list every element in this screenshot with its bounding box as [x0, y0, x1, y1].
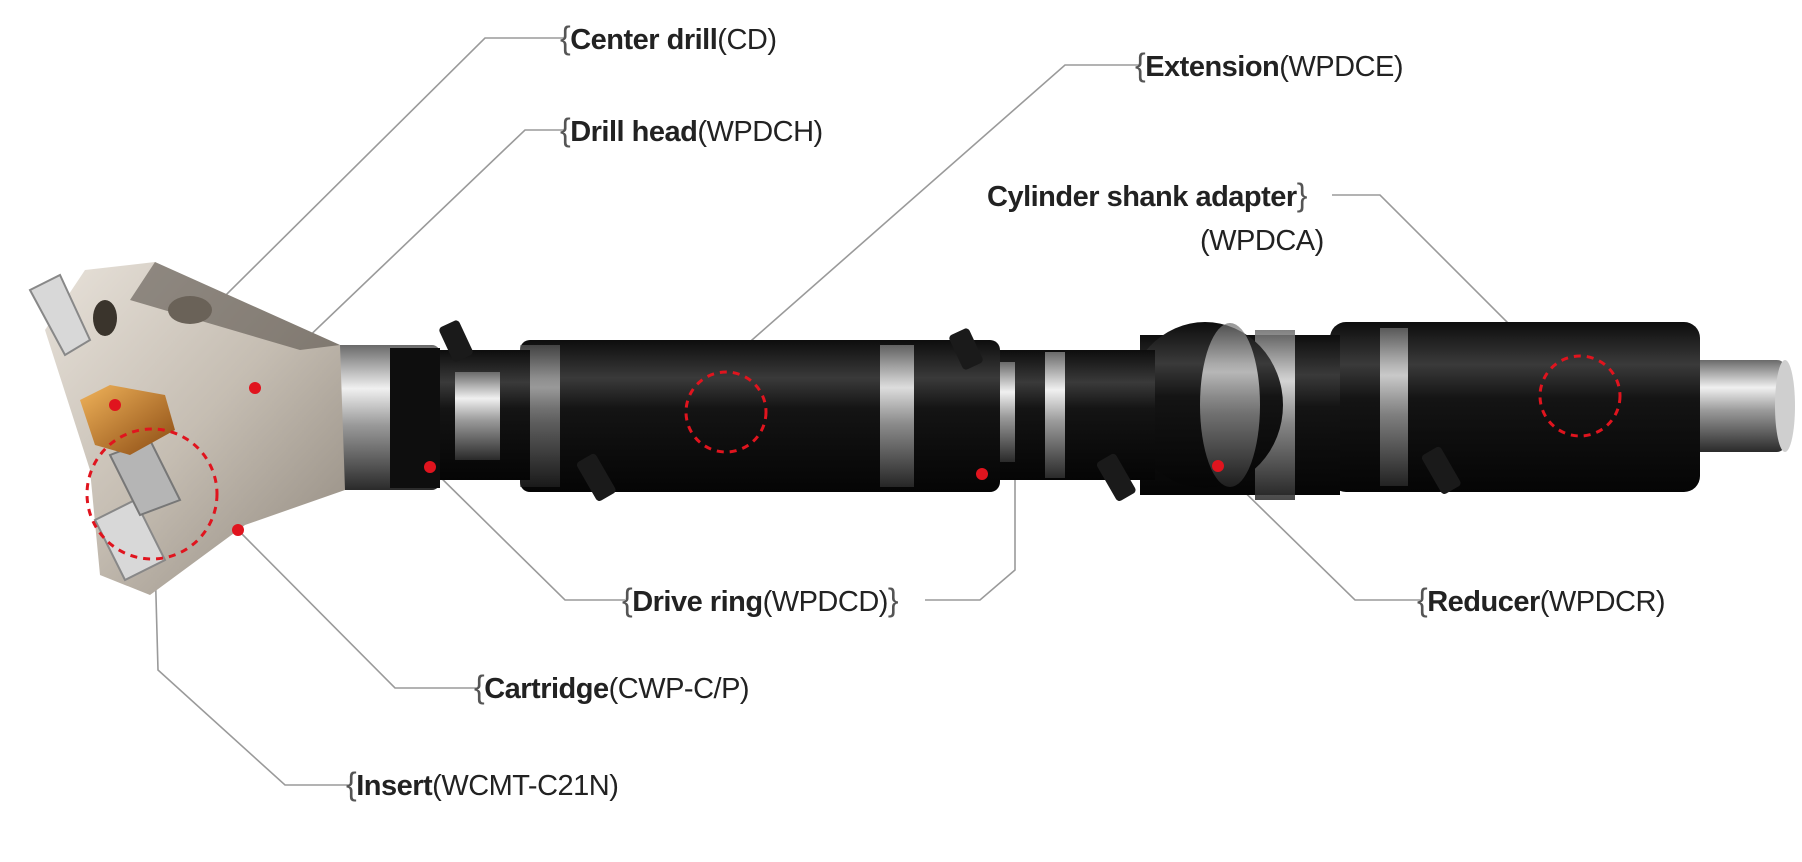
label-name: Reducer: [1427, 586, 1540, 618]
leader-drive-ring-right: [925, 473, 1016, 601]
label-code: (WPDCE): [1279, 51, 1404, 83]
leader-extension: [694, 64, 1140, 391]
center-drill-tip: [80, 385, 175, 455]
leader-drill-head: [254, 129, 565, 389]
marker-dots: [109, 382, 1224, 536]
leader-center-drill: [114, 37, 565, 406]
marker-drill-head: [249, 382, 261, 394]
bracket-open: {: [622, 582, 633, 618]
label-code: (WPDCH): [697, 116, 823, 148]
marker-center-drill: [109, 399, 121, 411]
label-cylinder-shank-adapter: Cylinder shank adapter}: [987, 178, 1307, 214]
label-name: Drill head: [570, 116, 698, 148]
label-code: (WPDCR): [1539, 586, 1666, 618]
label-name: Center drill: [570, 24, 718, 56]
marker-reducer: [1212, 460, 1224, 472]
cylinder-shank-highlight-circle: [1538, 354, 1622, 438]
label-cylinder-shank-adapter-code: (WPDCA): [1200, 225, 1324, 257]
label-name: Extension: [1145, 51, 1280, 83]
label-name: Drive ring: [632, 586, 763, 618]
bracket-close: }: [1296, 177, 1308, 213]
label-code: (CD): [717, 24, 777, 56]
highlight-circles: [85, 354, 1622, 561]
leader-drive-ring: [429, 466, 625, 601]
leader-insert: [154, 559, 350, 786]
shank-end: [1690, 360, 1785, 452]
label-name: Insert: [356, 770, 433, 802]
label-name: Cartridge: [484, 673, 609, 705]
label-center-drill: {Center drill(CD): [560, 20, 777, 57]
extension-highlight-circle: [684, 370, 768, 454]
cylinder-shank-adapter-body: [1330, 322, 1700, 492]
bracket-open: {: [560, 112, 571, 148]
label-reducer: {Reducer(WPDCR): [1417, 582, 1666, 619]
bracket-open: {: [1417, 582, 1428, 618]
label-drill-head: {Drill head(WPDCH): [560, 113, 823, 149]
label-code: (WPDCD): [762, 586, 889, 618]
label-cartridge: {Cartridge(CWP-C/P): [474, 669, 750, 706]
label-insert: {Insert(WCMT-C21N): [346, 766, 619, 803]
marker-drive-ring-right: [976, 468, 988, 480]
label-extension: {Extension(WPDCE): [1135, 47, 1404, 84]
leader-cartridge: [237, 529, 478, 689]
bracket-open: {: [1135, 47, 1146, 83]
bracket-open: {: [346, 766, 357, 802]
leader-reducer: [1217, 465, 1420, 601]
bracket-open: {: [474, 669, 485, 705]
label-name: Cylinder shank adapter: [987, 181, 1297, 213]
marker-cartridge: [232, 524, 244, 536]
tool-body: [28, 262, 1795, 595]
bracket-close: }: [887, 582, 899, 618]
label-code: (CWP-C/P): [608, 673, 750, 705]
label-code: (WCMT-C21N): [432, 770, 619, 802]
marker-drive-ring-left: [424, 461, 436, 473]
insert-highlight-circle: [85, 427, 219, 561]
bracket-open: {: [560, 20, 571, 56]
label-drive-ring: {Drive ring(WPDCD)}: [622, 582, 899, 619]
